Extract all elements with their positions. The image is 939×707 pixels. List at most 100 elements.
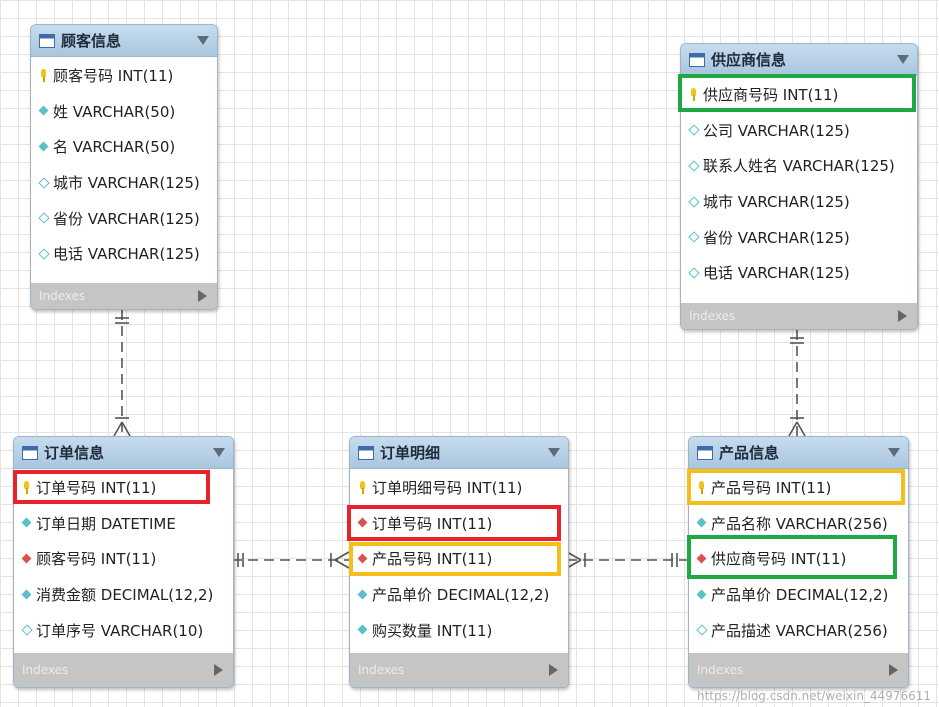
field-text: 产品单价 DECIMAL(12,2) <box>711 586 889 605</box>
entity-title: 顾客信息 <box>61 32 122 50</box>
crow-foot <box>566 559 582 569</box>
field-text: 姓 VARCHAR(50) <box>53 102 176 121</box>
indexes-label: Indexes <box>358 663 405 677</box>
field-text: 产品单价 DECIMAL(12,2) <box>372 586 550 605</box>
entity-customer[interactable]: 顾客信息 顾客号码 INT(11) 姓 VARCHAR(50) 名 VARCHAR(… <box>30 24 218 310</box>
table-icon <box>697 445 713 460</box>
field-row[interactable]: 城市 VARCHAR(125) <box>681 184 917 220</box>
field-text: 产品名称 VARCHAR(256) <box>711 514 888 533</box>
field-row[interactable]: 姓 VARCHAR(50) <box>31 94 217 130</box>
expand-icon[interactable] <box>549 664 558 676</box>
not-null-column-icon <box>358 588 368 602</box>
crow-foot <box>113 421 123 437</box>
field-row[interactable]: 订单号码 INT(11) <box>14 470 233 506</box>
not-null-column-icon <box>697 516 707 530</box>
field-row[interactable]: 产品号码 INT(11) <box>689 470 908 506</box>
crow-foot <box>796 421 806 437</box>
table-icon <box>358 445 374 460</box>
entity-title: 供应商信息 <box>711 51 787 69</box>
entity-product[interactable]: 产品信息 产品号码 INT(11) 产品名称 VARCHAR(256) 供应商号码 … <box>688 436 909 688</box>
not-null-column-icon <box>39 140 49 154</box>
not-null-column-icon <box>358 623 368 637</box>
field-row[interactable]: 订单日期 DATETIME <box>14 506 233 542</box>
field-row[interactable]: 省份 VARCHAR(125) <box>681 219 917 255</box>
field-text: 产品号码 INT(11) <box>711 479 832 498</box>
field-row[interactable]: 订单明细号码 INT(11) <box>350 470 568 506</box>
crow-foot <box>566 551 582 561</box>
field-row[interactable]: 联系人姓名 VARCHAR(125) <box>681 148 917 184</box>
entity-title: 订单明细 <box>380 444 441 462</box>
entity-supplier[interactable]: 供应商信息 供应商号码 INT(11) 公司 VARCHAR(125) 联系人姓名 … <box>680 43 918 330</box>
indexes-section[interactable]: Indexes <box>681 303 917 329</box>
collapse-icon[interactable] <box>888 448 900 457</box>
field-list: 订单明细号码 INT(11) 订单号码 INT(11)产品号码 INT(11) 产品… <box>350 469 568 648</box>
entity-title: 订单信息 <box>44 444 105 462</box>
field-text: 订单号码 INT(11) <box>36 479 157 498</box>
field-row[interactable]: 电话 VARCHAR(125) <box>681 255 917 291</box>
indexes-section[interactable]: Indexes <box>31 283 217 309</box>
field-row[interactable]: 顾客号码 INT(11) <box>14 541 233 577</box>
indexes-section[interactable]: Indexes <box>689 653 908 687</box>
field-text: 城市 VARCHAR(125) <box>53 174 200 193</box>
entity-header[interactable]: 订单信息 <box>14 437 233 469</box>
primary-key-icon <box>697 480 707 495</box>
entity-header[interactable]: 订单明细 <box>350 437 568 469</box>
crow-foot <box>788 421 798 437</box>
field-row[interactable]: 城市 VARCHAR(125) <box>31 165 217 201</box>
field-row[interactable]: 供应商号码 INT(11) <box>689 541 908 577</box>
field-text: 顾客号码 INT(11) <box>53 67 174 86</box>
primary-key-icon <box>689 87 699 102</box>
field-row[interactable]: 名 VARCHAR(50) <box>31 129 217 165</box>
field-row[interactable]: 产品号码 INT(11) <box>350 541 568 577</box>
expand-icon[interactable] <box>198 290 207 302</box>
foreign-key-icon <box>22 552 32 566</box>
indexes-section[interactable]: Indexes <box>350 653 568 687</box>
collapse-icon[interactable] <box>548 448 560 457</box>
table-icon <box>22 445 38 460</box>
entity-header[interactable]: 供应商信息 <box>681 44 917 76</box>
indexes-label: Indexes <box>39 289 86 303</box>
indexes-label: Indexes <box>689 309 736 323</box>
nullable-column-icon <box>689 266 699 280</box>
field-text: 供应商号码 INT(11) <box>703 86 839 105</box>
field-row[interactable]: 供应商号码 INT(11) <box>681 77 917 113</box>
field-row[interactable]: 订单号码 INT(11) <box>350 506 568 542</box>
field-text: 产品描述 VARCHAR(256) <box>711 621 888 640</box>
field-row[interactable]: 产品单价 DECIMAL(12,2) <box>689 577 908 613</box>
indexes-section[interactable]: Indexes <box>14 653 233 687</box>
field-text: 购买数量 INT(11) <box>372 621 493 640</box>
not-null-column-icon <box>697 588 707 602</box>
nullable-column-icon <box>689 159 699 173</box>
expand-icon[interactable] <box>898 310 907 322</box>
expand-icon[interactable] <box>214 664 223 676</box>
field-row[interactable]: 省份 VARCHAR(125) <box>31 200 217 236</box>
nullable-column-icon <box>39 247 49 261</box>
field-row[interactable]: 电话 VARCHAR(125) <box>31 236 217 272</box>
field-row[interactable]: 消费金额 DECIMAL(12,2) <box>14 577 233 613</box>
collapse-icon[interactable] <box>197 36 209 45</box>
entity-header[interactable]: 顾客信息 <box>31 25 217 57</box>
entity-order-detail[interactable]: 订单明细 订单明细号码 INT(11) 订单号码 INT(11)产品号码 INT(… <box>349 436 569 688</box>
entity-header[interactable]: 产品信息 <box>689 437 908 469</box>
field-text: 订单明细号码 INT(11) <box>372 479 523 498</box>
field-text: 公司 VARCHAR(125) <box>703 121 850 140</box>
expand-icon[interactable] <box>889 664 898 676</box>
field-text: 消费金额 DECIMAL(12,2) <box>36 586 214 605</box>
collapse-icon[interactable] <box>897 55 909 64</box>
primary-key-icon <box>39 68 49 83</box>
collapse-icon[interactable] <box>213 448 225 457</box>
not-null-column-icon <box>22 588 32 602</box>
field-row[interactable]: 订单序号 VARCHAR(10) <box>14 612 233 648</box>
field-text: 省份 VARCHAR(125) <box>53 209 200 228</box>
field-row[interactable]: 公司 VARCHAR(125) <box>681 113 917 149</box>
field-row[interactable]: 产品描述 VARCHAR(256) <box>689 612 908 648</box>
field-row[interactable]: 顾客号码 INT(11) <box>31 58 217 94</box>
field-row[interactable]: 产品单价 DECIMAL(12,2) <box>350 577 568 613</box>
primary-key-icon <box>358 480 368 495</box>
field-row[interactable]: 产品名称 VARCHAR(256) <box>689 506 908 542</box>
foreign-key-icon <box>697 552 707 566</box>
watermark-text: https://blog.csdn.net/weixin_44976611 <box>696 689 931 703</box>
foreign-key-icon <box>358 516 368 530</box>
field-row[interactable]: 购买数量 INT(11) <box>350 612 568 648</box>
